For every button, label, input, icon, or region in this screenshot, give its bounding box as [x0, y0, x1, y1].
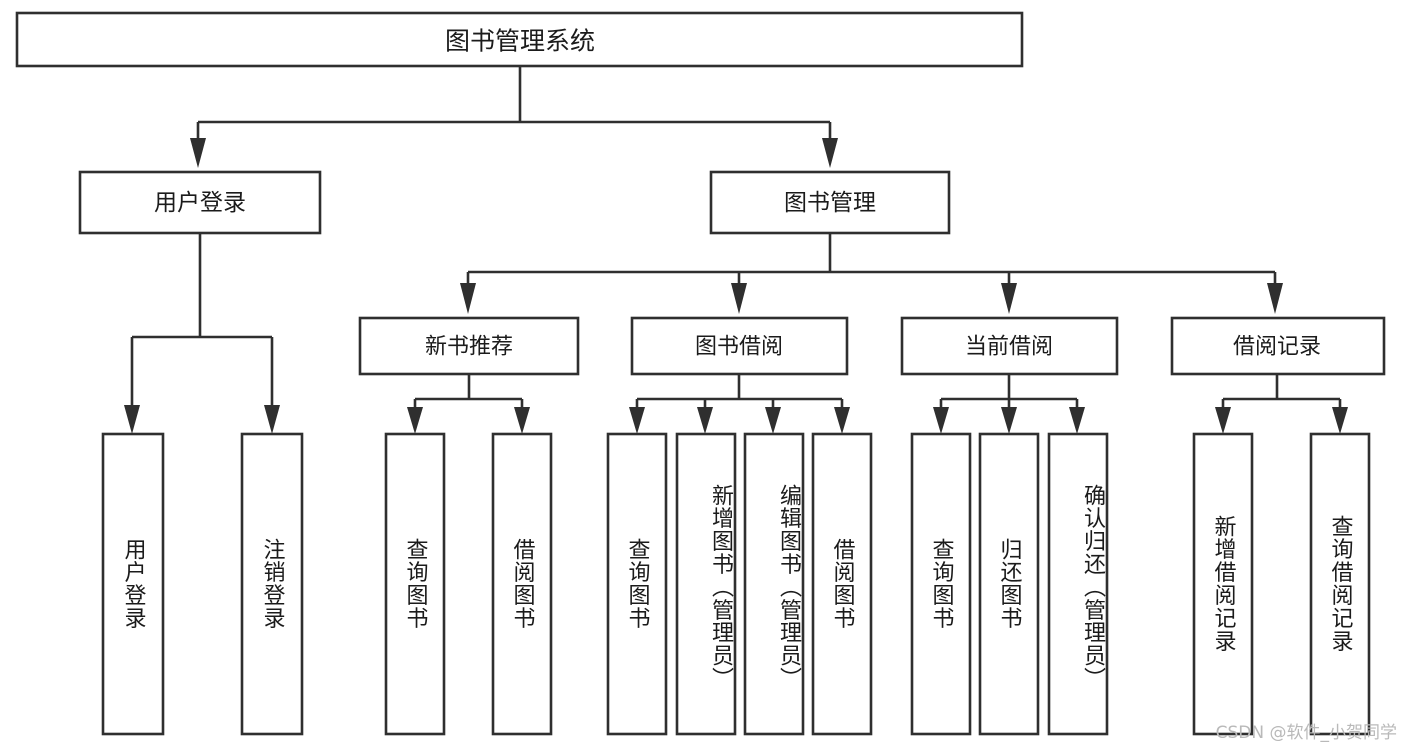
connector-newbook-to-leaves — [407, 374, 530, 434]
connector-borrowrecord-to-leaves — [1215, 374, 1348, 434]
node-current-borrow-label: 当前借阅 — [965, 335, 1053, 360]
node-new-book-recommend[interactable]: 新书推荐 — [358, 316, 580, 376]
connector-root-to-level1 — [190, 66, 838, 168]
leaf-box-add-book[interactable] — [675, 432, 737, 736]
node-user-login[interactable]: 用户登录 — [78, 170, 322, 235]
leaf-box-edit-book[interactable] — [743, 432, 805, 736]
node-borrow-record[interactable]: 借阅记录 — [1170, 316, 1386, 376]
leaf-box-query-book-2[interactable] — [606, 432, 668, 736]
leaf-box-borrow-book-1[interactable] — [491, 432, 553, 736]
watermark-text: CSDN @软件_小贺同学 — [1215, 723, 1397, 743]
leaf-box-add-record[interactable] — [1192, 432, 1254, 736]
connector-bookmanagement-to-level2 — [460, 233, 1283, 314]
connector-bookborrow-to-leaves — [629, 374, 850, 434]
leaf-box-query-record[interactable] — [1309, 432, 1371, 736]
leaf-box-query-book-1[interactable] — [384, 432, 446, 736]
node-book-management-label: 图书管理 — [784, 190, 876, 216]
leaf-box-logout-login[interactable] — [240, 432, 304, 736]
connector-currentborrow-to-leaves — [933, 374, 1085, 434]
leaf-box-confirm-return[interactable] — [1047, 432, 1109, 736]
node-borrow-record-label: 借阅记录 — [1233, 335, 1321, 360]
leaf-box-query-book-3[interactable] — [910, 432, 972, 736]
node-root-label: 图书管理系统 — [445, 27, 595, 56]
node-current-borrow[interactable]: 当前借阅 — [900, 316, 1119, 376]
leaf-box-user-login[interactable] — [101, 432, 165, 736]
leaf-box-borrow-book-2[interactable] — [811, 432, 873, 736]
connector-userlogin-to-leaves — [124, 233, 280, 434]
node-new-book-recommend-label: 新书推荐 — [425, 335, 513, 360]
node-book-borrow[interactable]: 图书借阅 — [630, 316, 849, 376]
node-book-management[interactable]: 图书管理 — [709, 170, 951, 235]
leaf-box-return-book[interactable] — [978, 432, 1040, 736]
leaf-boxes — [101, 432, 1371, 736]
node-root[interactable]: 图书管理系统 — [15, 11, 1024, 68]
node-book-borrow-label: 图书借阅 — [695, 335, 783, 360]
node-user-login-label: 用户登录 — [154, 190, 246, 216]
